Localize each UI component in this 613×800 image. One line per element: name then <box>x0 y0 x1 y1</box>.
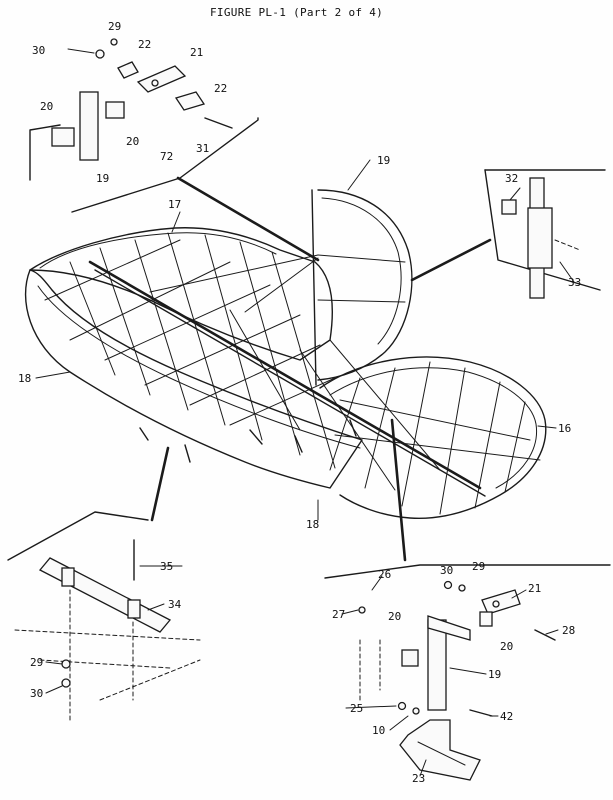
callout-18: 18 <box>306 518 319 531</box>
callout-34: 34 <box>168 598 182 611</box>
callout-20: 20 <box>388 610 401 623</box>
callout-31: 31 <box>196 142 209 155</box>
callout-19: 19 <box>96 172 109 185</box>
callout-17: 17 <box>168 198 181 211</box>
callout-21: 21 <box>528 582 541 595</box>
callout-labels: 29 30 22 21 22 20 20 72 31 19 19 17 32 3… <box>18 20 581 785</box>
detail-leaders <box>150 176 492 562</box>
detail-bottom-left <box>7 511 201 721</box>
callout-22: 22 <box>214 82 227 95</box>
callout-20: 20 <box>40 100 53 113</box>
callout-33: 33 <box>568 276 581 289</box>
detail-top-right <box>484 169 606 299</box>
callout-20: 20 <box>500 640 513 653</box>
callout-27: 27 <box>332 608 345 621</box>
detail-top-left <box>29 38 259 213</box>
callout-16: 16 <box>558 422 571 435</box>
callout-29: 29 <box>108 20 121 33</box>
callout-21: 21 <box>190 46 203 59</box>
callout-22: 22 <box>138 38 151 51</box>
callout-25: 25 <box>350 702 363 715</box>
callout-leaders <box>35 159 575 777</box>
detail-bottom-right <box>324 564 611 781</box>
callout-32: 32 <box>505 172 518 185</box>
callout-30: 30 <box>440 564 453 577</box>
callout-19: 19 <box>488 668 501 681</box>
callout-72: 72 <box>160 150 173 163</box>
callout-10: 10 <box>372 724 385 737</box>
callout-29: 29 <box>30 656 43 669</box>
callout-42: 42 <box>500 710 513 723</box>
callout-23: 23 <box>412 772 425 785</box>
callout-19: 19 <box>377 154 390 167</box>
callout-30: 30 <box>32 44 45 57</box>
figure-title: FIGURE PL-1 (Part 2 of 4) <box>210 6 383 19</box>
callout-20: 20 <box>126 135 139 148</box>
callout-29: 29 <box>472 560 485 573</box>
callout-30: 30 <box>30 687 43 700</box>
callout-28: 28 <box>562 624 575 637</box>
main-frame <box>24 189 547 520</box>
callout-18: 18 <box>18 372 31 385</box>
